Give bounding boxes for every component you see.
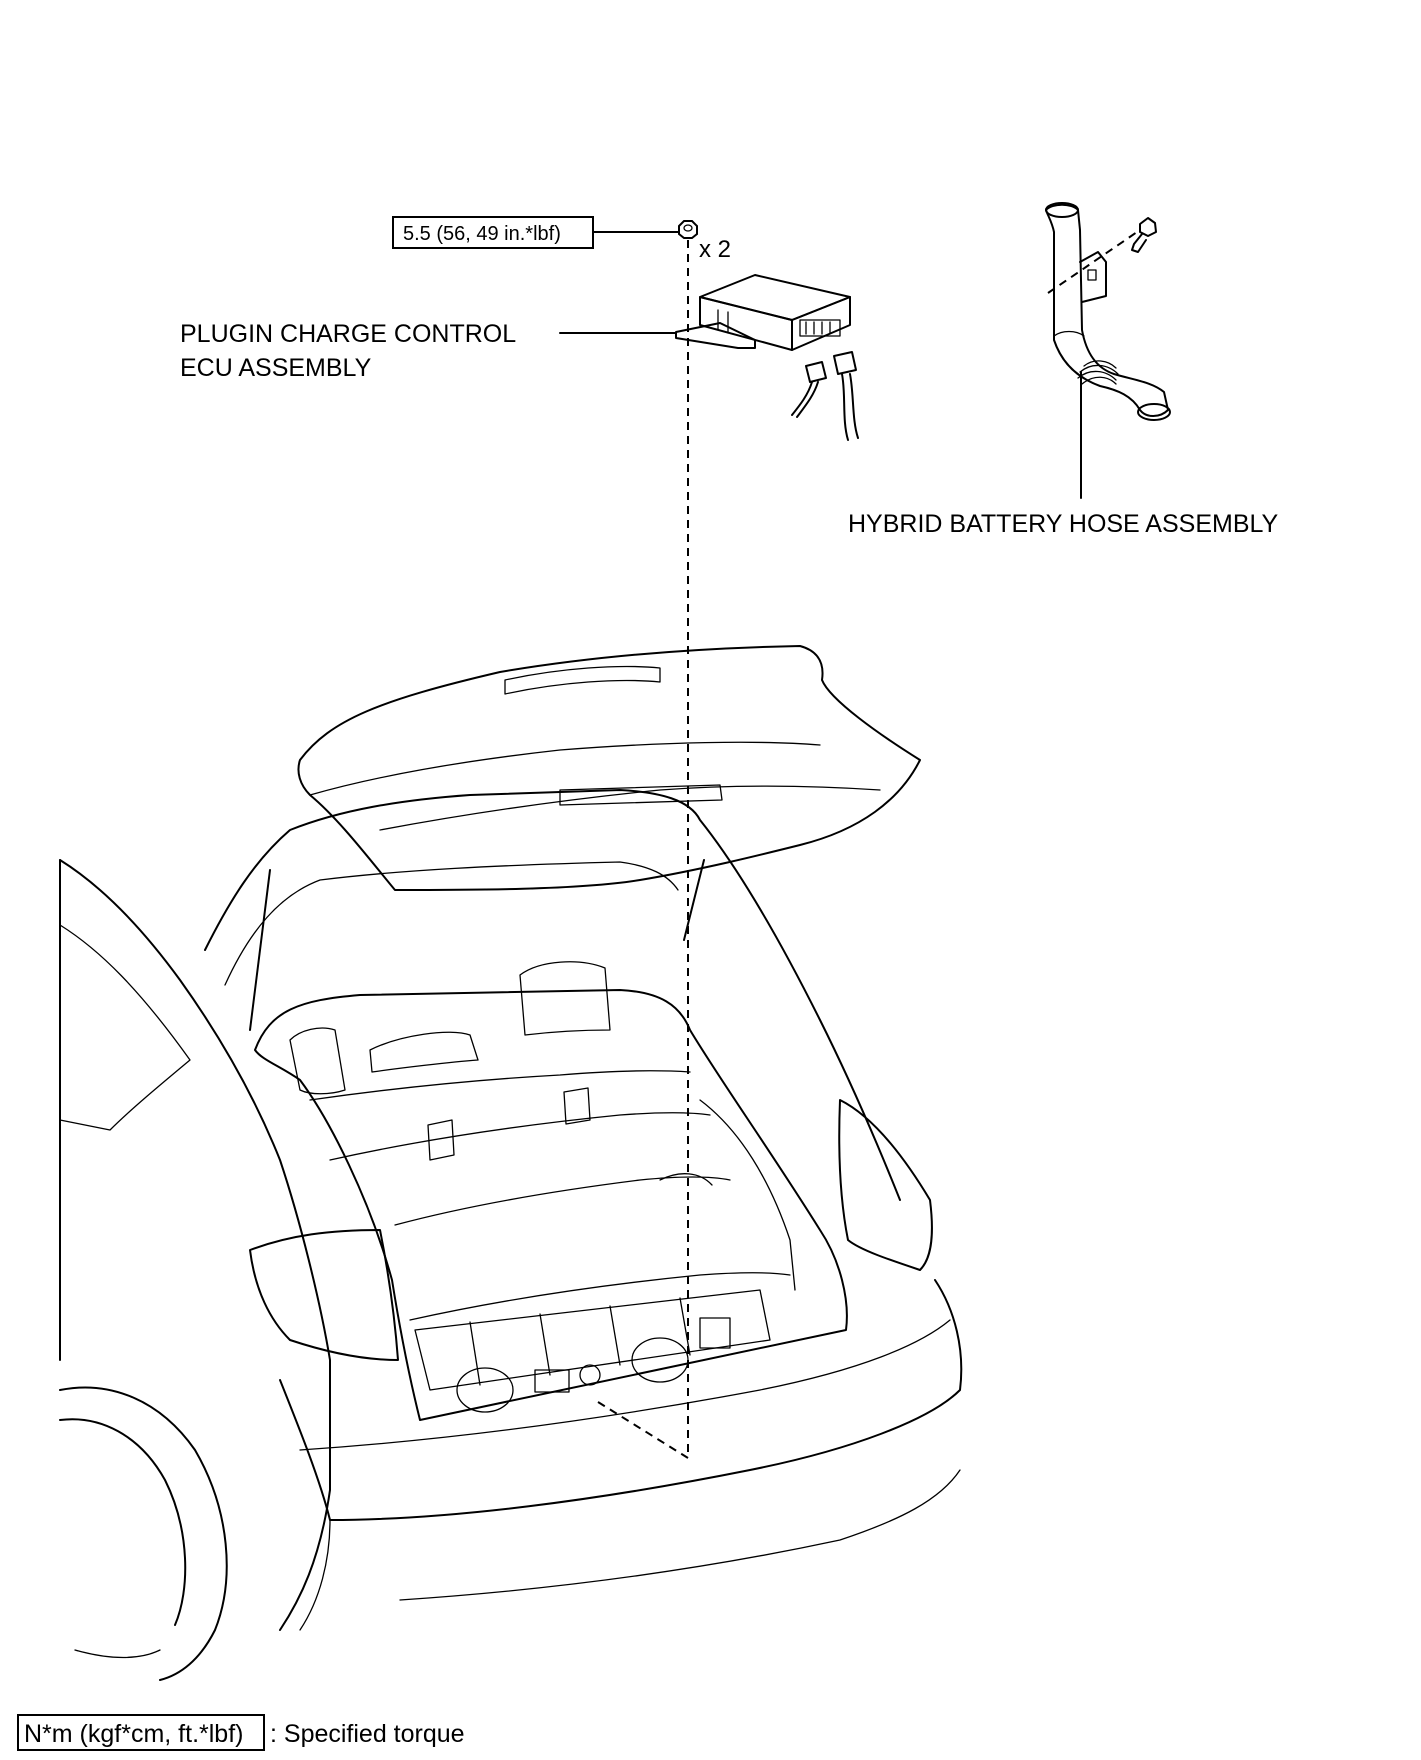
legend-description: : Specified torque	[270, 1720, 465, 1748]
torque-callout: 5.5 (56, 49 in.*lbf)	[392, 216, 679, 249]
legend-unit: N*m (kgf*cm, ft.*lbf)	[24, 1720, 243, 1748]
nut-icon	[678, 220, 698, 239]
bolt-icon	[1131, 217, 1157, 253]
legend-unit-box	[17, 1714, 265, 1751]
torque-legend: N*m (kgf*cm, ft.*lbf) : Specified torque	[17, 1714, 465, 1751]
ecu-label-line1: PLUGIN CHARGE CONTROL	[180, 320, 516, 348]
nut-quantity: x 2	[699, 236, 731, 263]
torque-box	[392, 216, 594, 249]
ecu-assembly-drawing	[675, 274, 859, 441]
install-guide-lines	[597, 229, 1141, 1459]
hose-label: HYBRID BATTERY HOSE ASSEMBLY	[848, 510, 1279, 538]
torque-value: 5.5 (56, 49 in.*lbf)	[403, 223, 561, 245]
hybrid-battery-hose-drawing	[1045, 202, 1171, 421]
vehicle-rear-drawing	[59, 645, 963, 1681]
ecu-label-line2: ECU ASSEMBLY	[180, 354, 372, 382]
